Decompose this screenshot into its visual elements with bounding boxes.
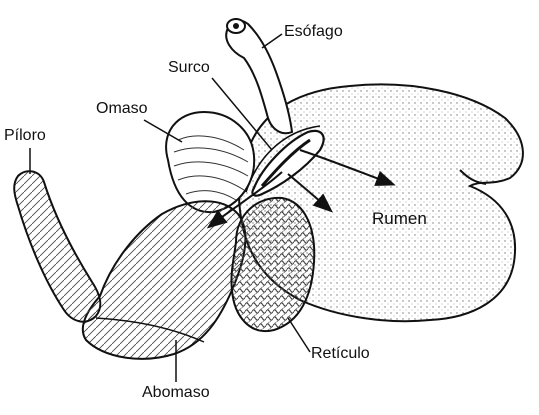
abomasum-shape (83, 201, 246, 359)
label-omaso: Omaso (96, 101, 148, 117)
label-reticulo: Retículo (311, 346, 370, 362)
label-rumen: Rumen (372, 210, 427, 227)
label-surco: Surco (168, 60, 210, 76)
reticulum-shape (231, 198, 314, 331)
pylorus-shape (14, 171, 100, 321)
esophagus-shape (226, 21, 292, 134)
leader-reticulo (288, 318, 310, 352)
label-esofago: Esófago (284, 24, 343, 40)
omasum-shape (166, 112, 254, 212)
label-abomaso: Abomaso (142, 385, 210, 401)
label-piloro: Píloro (4, 128, 46, 144)
leader-esofago (262, 34, 282, 48)
